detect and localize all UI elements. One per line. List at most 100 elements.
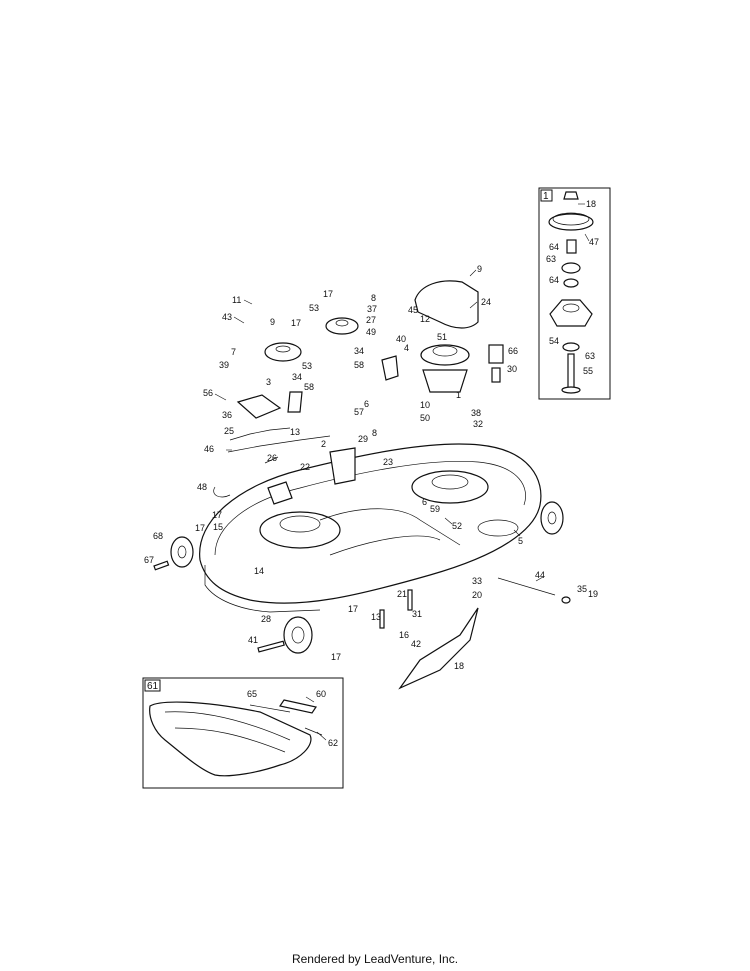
spindle-pulley [548, 213, 594, 231]
callout-50: 50 [420, 413, 430, 423]
right-wheel [540, 501, 564, 535]
callout-44: 44 [535, 570, 545, 580]
callout-67: 67 [144, 555, 154, 565]
left-front-wheel [170, 536, 194, 568]
belt-cover [414, 280, 479, 329]
callout-53: 53 [302, 361, 312, 371]
deck-right-spindle-hub [411, 470, 489, 504]
spindle-bearing-top [561, 262, 581, 274]
spindle-nut [563, 191, 579, 200]
deck-left-spindle-hub [259, 511, 341, 549]
callout-29: 29 [358, 434, 368, 444]
spindle-housing [549, 299, 593, 327]
callout-24: 24 [481, 297, 491, 307]
callout-13: 13 [371, 612, 381, 622]
callout-6: 6 [422, 497, 427, 507]
front-rod [497, 577, 556, 596]
callout-39: 39 [219, 360, 229, 370]
mower-deck [199, 443, 542, 613]
discharge-chute-inset: 61 [142, 677, 344, 789]
chute-bracket [279, 699, 317, 714]
callout-17: 17 [323, 289, 333, 299]
callout-27: 27 [366, 315, 376, 325]
callout-15: 15 [213, 522, 223, 532]
callout-68: 68 [153, 531, 163, 541]
callout-32: 32 [473, 419, 483, 429]
callout-48: 48 [197, 482, 207, 492]
idler-arm [287, 391, 303, 413]
mount-bracket [267, 481, 293, 505]
callout-17: 17 [291, 318, 301, 328]
mower-blade [398, 607, 479, 690]
callout-60: 60 [316, 689, 326, 699]
callout-52: 52 [452, 521, 462, 531]
callout-14: 14 [254, 566, 264, 576]
idler-bracket [236, 394, 282, 419]
callout-43: 43 [222, 312, 232, 322]
callout-3: 3 [266, 377, 271, 387]
callouts: 18 47 64 63 64 54 63 55 9 24 45 12 51 66… [144, 199, 599, 748]
callout-19: 19 [588, 589, 598, 599]
callout-55: 55 [583, 366, 593, 376]
callout-41: 41 [248, 635, 258, 645]
callout-25: 25 [224, 426, 234, 436]
deck-belt [319, 508, 461, 546]
right-spindle-pulley [420, 344, 470, 366]
callout-30: 30 [507, 364, 517, 374]
spindle-inset-label: 1 [543, 191, 549, 202]
left-rear-wheel [283, 616, 313, 654]
callout-42: 42 [411, 639, 421, 649]
callout-54: 54 [549, 336, 559, 346]
callout-58: 58 [304, 382, 314, 392]
callout-40: 40 [396, 334, 406, 344]
callout-21: 21 [397, 589, 407, 599]
callout-63: 63 [546, 254, 556, 264]
chute-inset-label: 61 [147, 681, 159, 692]
callout-12: 12 [420, 314, 430, 324]
callout-51: 51 [437, 332, 447, 342]
callout-17: 17 [212, 510, 222, 520]
callout-18: 18 [586, 199, 596, 209]
callout-45: 45 [408, 305, 418, 315]
callout-8: 8 [372, 428, 377, 438]
callout-9: 9 [270, 317, 275, 327]
callout-34: 34 [354, 346, 364, 356]
discharge-chute [149, 701, 312, 777]
callout-16: 16 [399, 630, 409, 640]
callout-10: 10 [420, 400, 430, 410]
callout-5: 5 [518, 536, 523, 546]
callout-4: 4 [404, 343, 409, 353]
callout-8: 8 [371, 293, 376, 303]
spindle-bearing-cap [563, 278, 579, 288]
callout-17: 17 [195, 523, 205, 533]
leader-lines [214, 203, 590, 741]
gauge-wheels [170, 501, 564, 654]
callout-20: 20 [472, 590, 482, 600]
callout-57: 57 [354, 407, 364, 417]
callout-31: 31 [412, 609, 422, 619]
callout-66: 66 [508, 346, 518, 356]
footer-credit: Rendered by LeadVenture, Inc. [291, 952, 459, 966]
wheel-bolt [257, 640, 285, 653]
callout-17: 17 [348, 604, 358, 614]
callout-9: 9 [477, 264, 482, 274]
callout-38: 38 [471, 408, 481, 418]
callout-17: 17 [331, 652, 341, 662]
callout-65: 65 [247, 689, 257, 699]
callout-36: 36 [222, 410, 232, 420]
callout-63: 63 [585, 351, 595, 361]
callout-6: 6 [364, 399, 369, 409]
callout-59: 59 [430, 504, 440, 514]
callout-13: 13 [290, 427, 300, 437]
callout-58: 58 [354, 360, 364, 370]
callout-28: 28 [261, 614, 271, 624]
callout-11: 11 [232, 295, 241, 305]
chute-rod [249, 704, 291, 713]
idler-spring [229, 427, 291, 441]
callout-26: 26 [267, 453, 277, 463]
deck-rod [227, 435, 331, 453]
spindle-spacer [566, 239, 577, 254]
callout-64: 64 [549, 275, 559, 285]
callout-37: 37 [367, 304, 377, 314]
